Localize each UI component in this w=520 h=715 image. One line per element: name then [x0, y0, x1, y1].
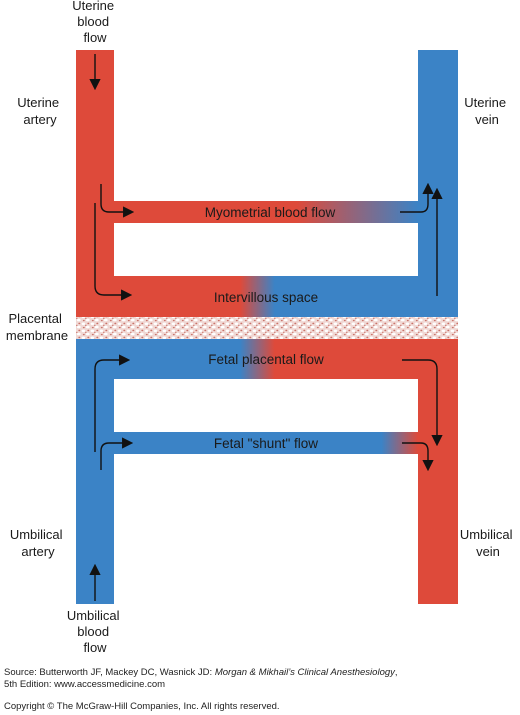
- fetal-shunt-entry-arrow: [100, 437, 134, 470]
- fetal-shunt-channel: [114, 432, 418, 454]
- placental-membrane-label: Placental membrane: [6, 311, 68, 343]
- fetal-shunt-flow-label: Fetal "shunt" flow: [214, 436, 318, 451]
- intervillous-channel: [76, 276, 458, 317]
- source-prefix: Source: Butterworth JF, Mackey DC, Wasni…: [4, 667, 215, 678]
- umbilical-blood-flow-label: Umbilical blood flow: [67, 608, 123, 655]
- placental-circulation-diagram: Myometrial blood flow Intervillous space…: [6, 0, 516, 655]
- fetal-placental-entry-arrow: [94, 354, 131, 452]
- myometrial-channel: [114, 201, 418, 223]
- copyright-notice: Copyright © The McGraw-Hill Companies, I…: [4, 701, 280, 712]
- uterine-vein-label: Uterine vein: [464, 95, 510, 127]
- intervillous-entry-arrow: [94, 203, 133, 301]
- placental-membrane-band: [76, 317, 458, 339]
- umbilical-vein-vessel: [418, 339, 458, 604]
- fetal-placental-flow-label: Fetal placental flow: [208, 352, 324, 367]
- uterine-blood-flow-label: Uterine blood flow: [72, 0, 118, 45]
- source-edition: 5th Edition: www.accessmedicine.com: [4, 678, 166, 690]
- fetal-placental-channel: [76, 339, 458, 379]
- myometrial-flow-label: Myometrial blood flow: [205, 205, 336, 220]
- source-book-title: Morgan & Mikhail’s Clinical Anesthesiolo…: [214, 667, 395, 678]
- intervillous-space-label: Intervillous space: [214, 290, 318, 305]
- fetal-placental-exit-arrow: [402, 359, 443, 447]
- umbilical-artery-label: Umbilical artery: [10, 527, 66, 559]
- uterine-artery-label: Uterine artery: [17, 95, 63, 127]
- umbilical-vein-label: Umbilical vein: [460, 527, 516, 559]
- myometrial-exit-arrow: [400, 182, 434, 213]
- source-citation: Source: Butterworth JF, Mackey DC, Wasni…: [4, 667, 516, 690]
- fetal-shunt-exit-arrow: [402, 442, 434, 472]
- source-suffix: ,: [394, 667, 398, 678]
- myometrial-entry-arrow: [100, 184, 135, 218]
